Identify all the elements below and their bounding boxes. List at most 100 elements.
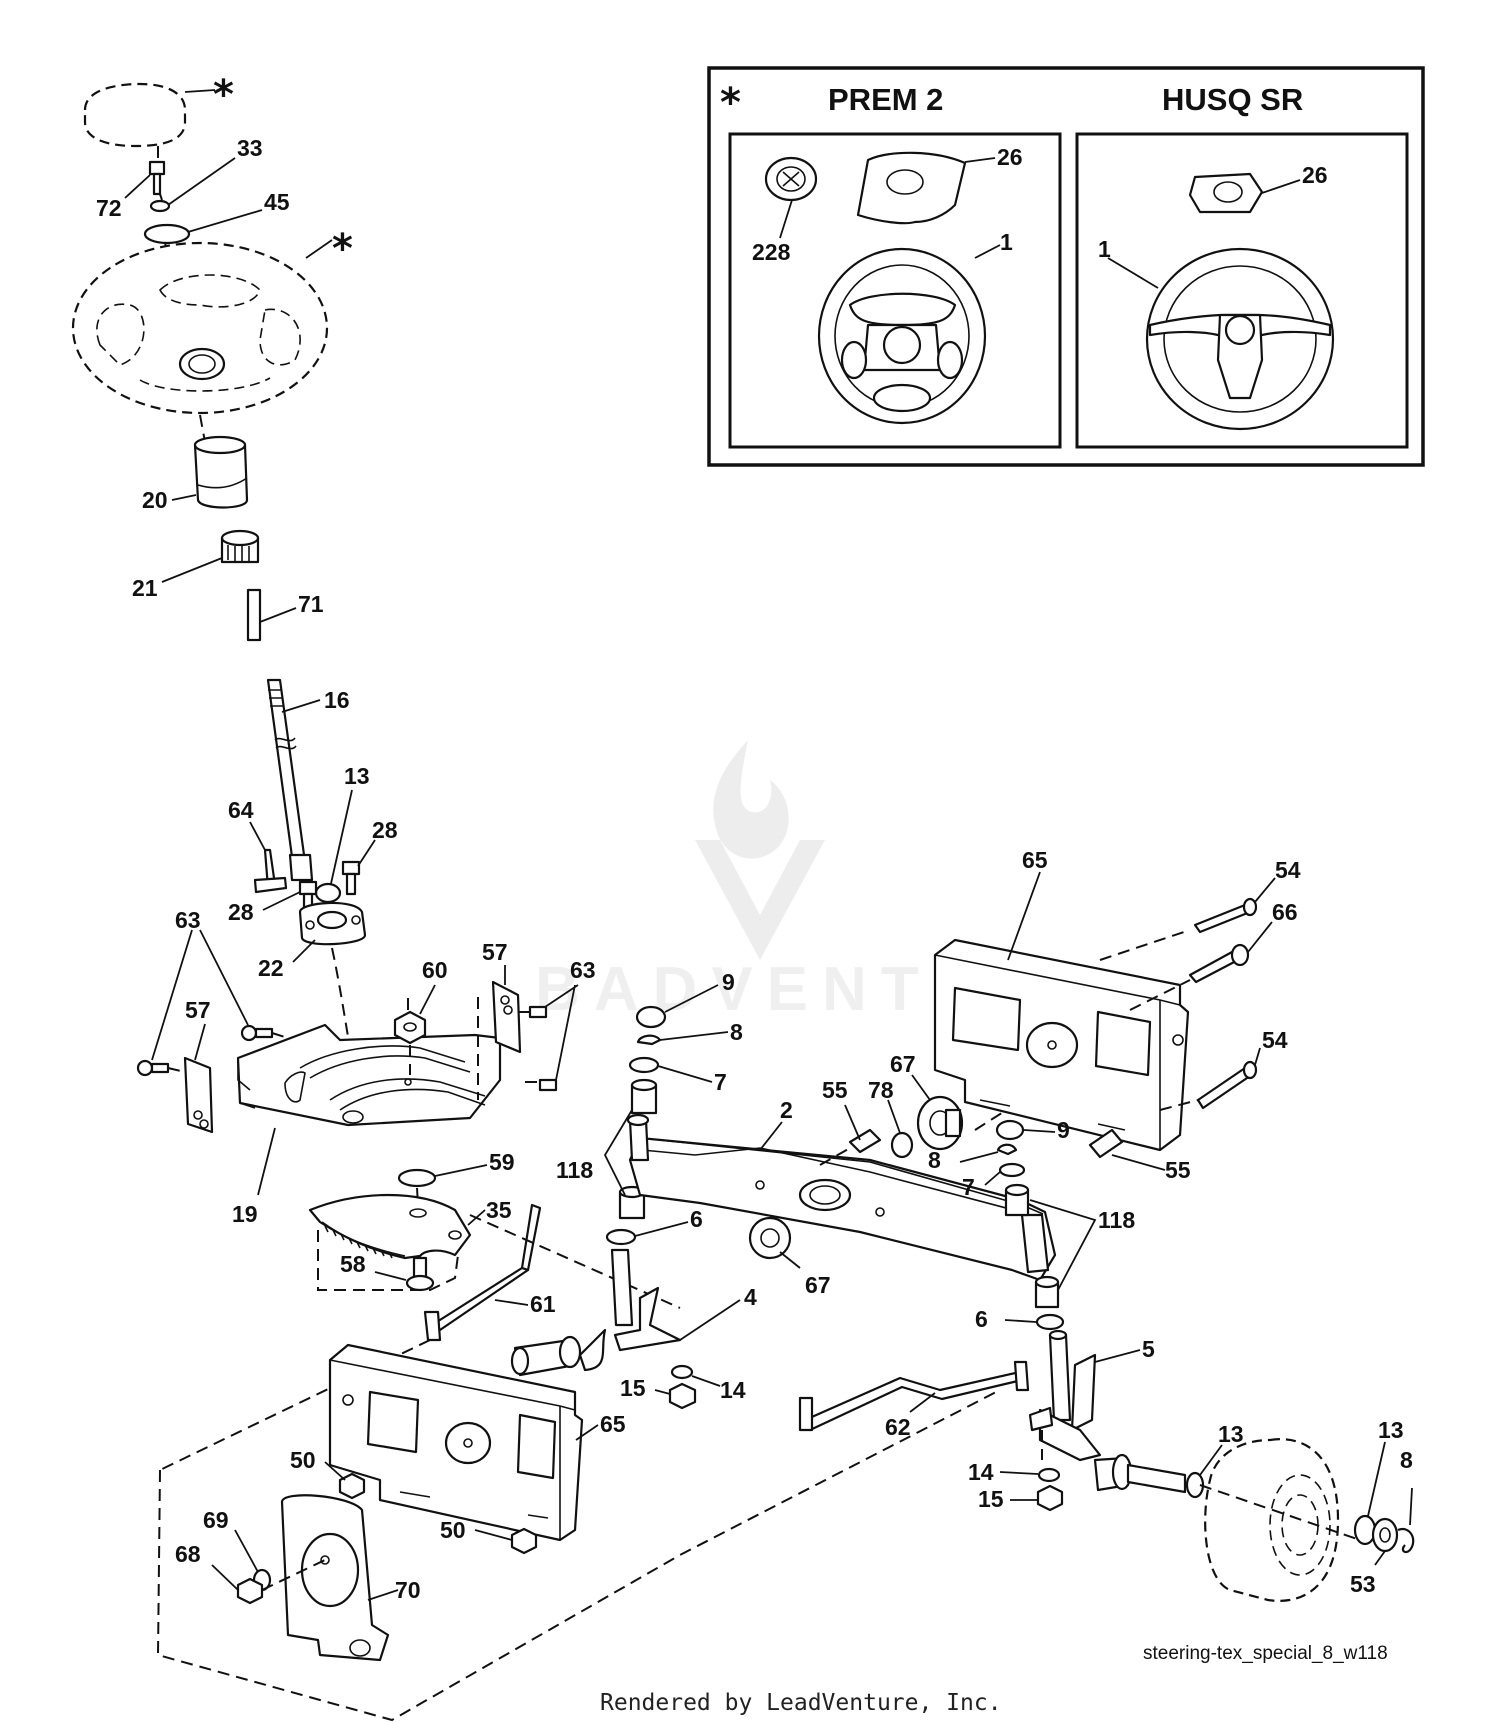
screw-72 (148, 160, 166, 196)
bolt-28-right (341, 860, 361, 896)
washer-53 (1371, 1517, 1399, 1553)
callout-22: 22 (258, 955, 284, 981)
callout-5: 5 (1142, 1336, 1155, 1362)
front-axle-2 (626, 1113, 1057, 1282)
bracket-group-outline (156, 1389, 1001, 1722)
callout-star-cap: * (213, 72, 234, 118)
cover-plate-70 (280, 1494, 390, 1662)
drag-link-61 (423, 1203, 542, 1342)
spacer-78 (890, 1131, 914, 1159)
nut-50-upper (338, 1472, 366, 1500)
callout-50-lower: 50 (440, 1517, 466, 1543)
callout-63-left: 63 (175, 907, 201, 933)
washer-6-left (605, 1228, 637, 1246)
callout-78: 78 (868, 1077, 894, 1103)
pivot-bushing-55-right (1088, 1128, 1124, 1159)
callout-14-right: 14 (968, 1459, 994, 1485)
callout-72: 72 (96, 195, 122, 221)
callout-33: 33 (237, 135, 263, 161)
pivot-bushing-55-left (848, 1128, 882, 1154)
callout-63-right: 63 (570, 957, 596, 983)
callout-59: 59 (489, 1149, 515, 1175)
callout-54-upper: 54 (1275, 857, 1301, 883)
callout-65-left: 65 (600, 1411, 626, 1437)
husq-steering-wheel (1145, 247, 1335, 431)
inset-callout-26b: 26 (1302, 162, 1328, 188)
nut-60 (393, 1010, 427, 1045)
callout-9-right: 9 (1057, 1117, 1070, 1143)
bolt-63-upper (240, 1024, 274, 1042)
callout-2: 2 (780, 1097, 793, 1123)
callout-28-right: 28 (372, 817, 398, 843)
callout-53: 53 (1350, 1571, 1376, 1597)
callout-57-left: 57 (185, 997, 211, 1023)
callout-60: 60 (422, 957, 448, 983)
washer-33 (149, 199, 171, 213)
clip-8-wheel (1397, 1527, 1415, 1554)
gear-group-outline (317, 1230, 461, 1291)
callout-65-right: 65 (1022, 847, 1048, 873)
callout-13-wheel-inner: 13 (1218, 1421, 1244, 1447)
callout-54-lower: 54 (1262, 1027, 1288, 1053)
shoulder-bolt-58 (405, 1256, 435, 1292)
callout-6-left: 6 (690, 1206, 703, 1232)
drawing-code: steering-tex_special_8_w118 (1143, 1643, 1388, 1664)
inset-callout-26a: 26 (997, 144, 1023, 170)
callout-55-left: 55 (822, 1077, 848, 1103)
bushing-118-left-lower (618, 1185, 646, 1220)
cap-9-left (635, 1005, 667, 1029)
bushing-118-left-upper (630, 1078, 658, 1115)
nut-15-left (668, 1382, 697, 1410)
washer-14-left (670, 1364, 694, 1380)
washer-13-wheel-outer (1353, 1514, 1377, 1546)
steering-plate-19 (236, 1023, 502, 1127)
inset-marker: * (720, 80, 741, 126)
callout-55-right: 55 (1165, 1157, 1191, 1183)
pivot-cap-67-lower (748, 1216, 792, 1260)
washer-13-column (314, 882, 342, 904)
washer-59 (397, 1168, 437, 1188)
clip-8-right (996, 1143, 1018, 1156)
tie-rod-62 (798, 1360, 1054, 1432)
pivot-cap-67-upper (916, 1095, 964, 1151)
washer-7-left (628, 1056, 660, 1074)
bushing-118-right-upper (1004, 1183, 1030, 1217)
front-wheel (1204, 1438, 1340, 1602)
callout-70: 70 (395, 1577, 421, 1603)
bolt-63-lower (136, 1059, 170, 1077)
callout-14-left: 14 (720, 1377, 746, 1403)
callout-64: 64 (228, 797, 254, 823)
callout-4: 4 (744, 1284, 757, 1310)
flange-bearing-22 (298, 901, 367, 946)
washer-45 (143, 223, 191, 245)
spindle-5 (1038, 1329, 1187, 1494)
washer-7-right (998, 1162, 1026, 1178)
callout-71: 71 (298, 591, 324, 617)
pin-71 (246, 588, 262, 642)
callout-57-right: 57 (482, 939, 508, 965)
callout-6-right: 6 (975, 1306, 988, 1332)
inset-title-prem2: PREM 2 (828, 82, 943, 117)
callout-66: 66 (1272, 899, 1298, 925)
callout-15-left: 15 (620, 1375, 646, 1401)
washer-6-right (1035, 1313, 1065, 1331)
callout-58: 58 (340, 1251, 366, 1277)
column-boot-20 (193, 435, 249, 509)
callout-16: 16 (324, 687, 350, 713)
prem2-emblem (764, 156, 818, 202)
bolt-66 (1188, 943, 1250, 984)
callout-15-right: 15 (978, 1486, 1004, 1512)
callout-67-upper: 67 (890, 1051, 916, 1077)
callout-13-column: 13 (344, 763, 370, 789)
callout-118-left: 118 (556, 1157, 593, 1183)
centerline-column (157, 146, 206, 443)
axle-bracket-65-right (933, 938, 1190, 1152)
callout-8-right: 8 (928, 1147, 941, 1173)
prem2-steering-wheel (817, 247, 987, 425)
bolt-54-lower (1196, 1060, 1258, 1110)
callout-21: 21 (132, 575, 158, 601)
bolt-54-upper (1193, 897, 1258, 934)
nut-68 (236, 1577, 264, 1605)
spindle-4 (510, 1248, 682, 1377)
